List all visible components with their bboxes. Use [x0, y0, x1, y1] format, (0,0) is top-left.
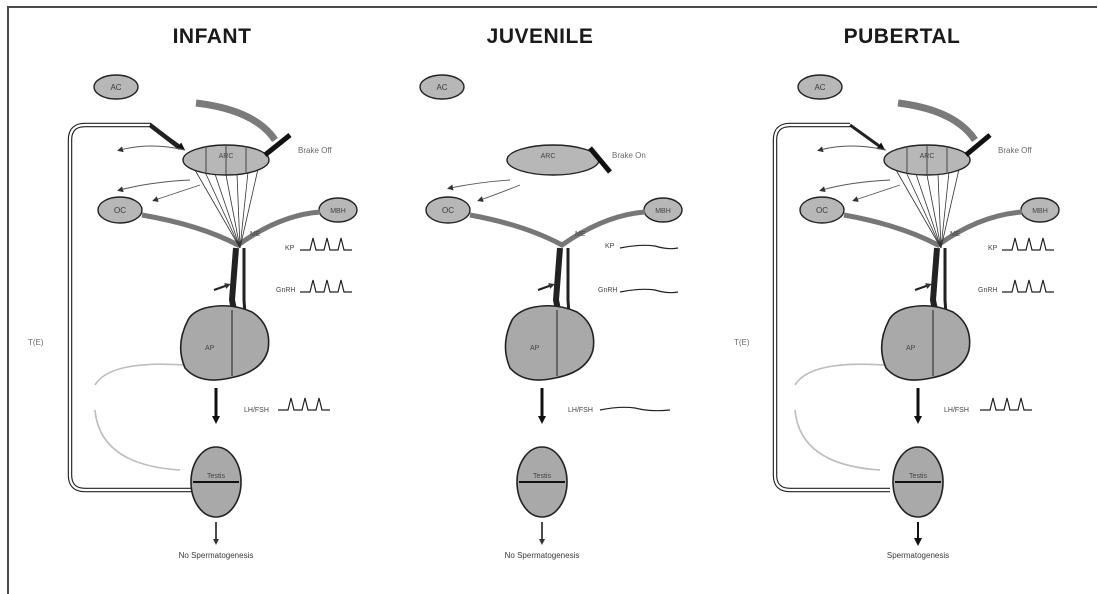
pituitary-label: AP: [205, 345, 215, 352]
outcome-label: Spermatogenesis: [887, 551, 949, 560]
panel-pubertal: PUBERTAL AC ARC Brake Off OC MBH: [734, 25, 1059, 560]
faint-feedback: [795, 364, 885, 385]
lhfsh-label: LH/FSH: [944, 407, 969, 414]
panel-infant: INFANT AC ARC Brake Off OC MBH: [28, 25, 357, 560]
oc-label: OC: [114, 206, 126, 215]
pituitary-gland: [181, 306, 269, 380]
signal-arrow: [855, 185, 900, 200]
upper-input-arrow: [898, 103, 975, 140]
gnrh-label: GnRH: [276, 287, 295, 294]
me-label: ME: [575, 231, 586, 238]
panel-juvenile: JUVENILE AC ARC Brake On OC MBH ME KP Gn…: [420, 25, 682, 560]
gnrh-trace: [1002, 280, 1054, 292]
tract-label: T(E): [734, 338, 750, 347]
signal-arrow: [155, 185, 200, 200]
feedback-loop-inner: [775, 125, 890, 490]
oc-label: OC: [442, 206, 454, 215]
me-label: ME: [950, 231, 961, 238]
panel-title: INFANT: [173, 25, 252, 48]
kp-trace: [620, 245, 678, 248]
signal-arrow: [450, 180, 510, 188]
outcome-label: No Spermatogenesis: [179, 551, 254, 560]
arc-label: ARC: [219, 153, 234, 160]
ac-label: AC: [110, 83, 121, 92]
hypothalamus-floor: [470, 212, 645, 245]
arc-label: ARC: [541, 153, 556, 160]
feedback-arrow: [150, 125, 182, 148]
brake-label: Brake On: [612, 151, 646, 160]
ac-label: AC: [814, 83, 825, 92]
testis-label: Testis: [909, 473, 927, 480]
faint-feedback-low: [795, 410, 880, 470]
lhfsh-trace: [980, 398, 1032, 410]
testis-label: Testis: [207, 473, 225, 480]
stalk-arrow: [214, 285, 228, 290]
stalk-arrow: [538, 285, 552, 290]
lhfsh-label: LH/FSH: [244, 407, 269, 414]
upper-input-arrow: [196, 103, 275, 140]
gnrh-label: GnRH: [598, 287, 617, 294]
pituitary-label: AP: [906, 345, 916, 352]
gnrh-label: GnRH: [978, 287, 997, 294]
panel-title: PUBERTAL: [844, 25, 961, 48]
testis-label: Testis: [533, 473, 551, 480]
feedback-loop-inner: [70, 125, 192, 490]
stalk-arrow: [915, 285, 929, 290]
lhfsh-label: LH/FSH: [568, 407, 593, 414]
gnrh-trace: [620, 289, 678, 292]
pituitary-gland: [505, 306, 593, 380]
feedback-loop: [775, 125, 890, 490]
hypothalamus-floor: [844, 212, 1022, 245]
kp-label: KP: [285, 245, 295, 252]
gnrh-trace: [300, 280, 352, 292]
lhfsh-trace: [600, 407, 670, 410]
lhfsh-trace: [278, 398, 330, 410]
kp-label: KP: [988, 245, 998, 252]
panel-title: JUVENILE: [487, 25, 594, 48]
signal-arrow: [120, 180, 190, 190]
faint-feedback: [95, 364, 185, 385]
pituitary-label: AP: [530, 345, 540, 352]
me-label: ME: [250, 231, 261, 238]
oc-label: OC: [816, 206, 828, 215]
signal-arrow: [480, 185, 520, 200]
mbh-label: MBH: [655, 208, 671, 215]
signal-arrow: [822, 180, 890, 190]
outcome-label: No Spermatogenesis: [505, 551, 580, 560]
mbh-label: MBH: [1032, 208, 1048, 215]
arc-oval: [507, 145, 599, 175]
ac-label: AC: [436, 83, 447, 92]
kp-trace: [1002, 238, 1054, 250]
feedback-loop: [70, 125, 192, 490]
pituitary-gland: [882, 306, 970, 380]
brake-label: Brake Off: [298, 146, 332, 155]
mbh-label: MBH: [330, 208, 346, 215]
faint-feedback-low: [95, 410, 180, 470]
kp-trace: [300, 238, 352, 250]
arc-label: ARC: [920, 153, 935, 160]
signal-arrow: [820, 146, 886, 150]
kp-label: KP: [605, 243, 615, 250]
feedback-arrow: [850, 125, 882, 148]
tract-label: T(E): [28, 338, 44, 347]
brake-label: Brake Off: [998, 146, 1032, 155]
